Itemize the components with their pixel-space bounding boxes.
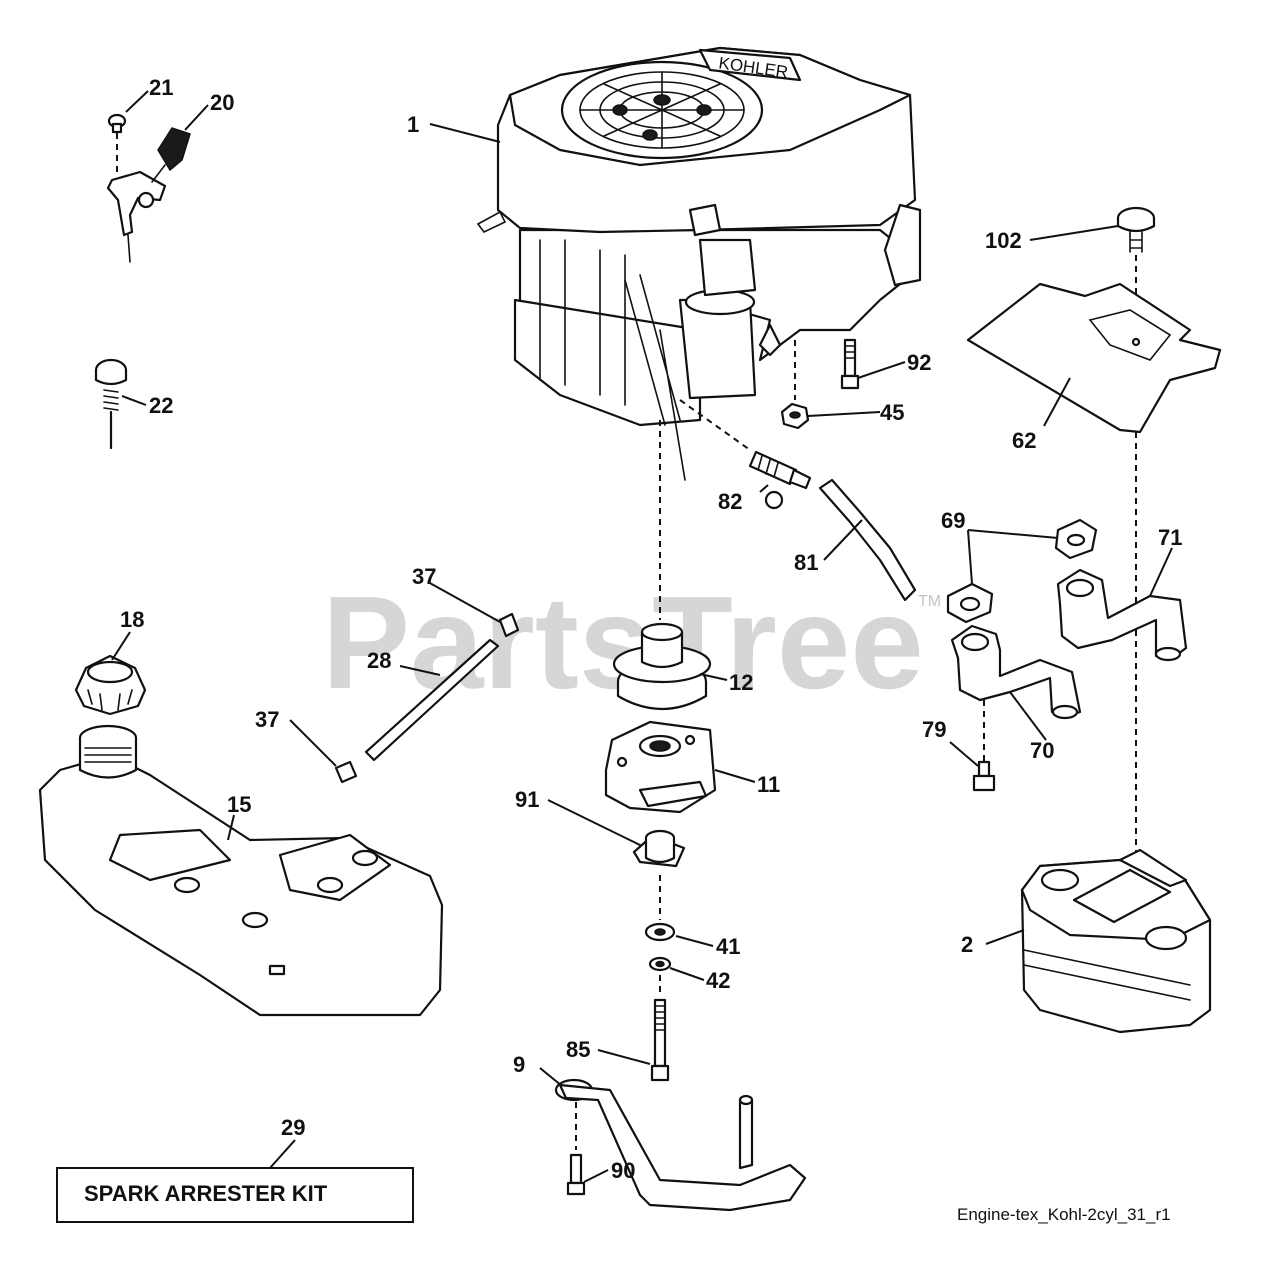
cap-102-part[interactable] (1116, 206, 1156, 253)
bolt-90-part[interactable] (566, 1153, 586, 1196)
callout-90: 90 (611, 1158, 635, 1183)
hose-81-part[interactable] (818, 478, 917, 602)
callout-37-top: 37 (412, 564, 436, 589)
callout-15: 15 (227, 792, 251, 817)
watermark-trademark: TM (918, 593, 941, 610)
clamp-37-bottom-part[interactable] (334, 760, 358, 784)
callout-41: 41 (716, 934, 740, 959)
callout-92: 92 (907, 350, 931, 375)
callout-79: 79 (922, 717, 946, 742)
clamp-37-top-part[interactable] (498, 612, 520, 638)
callout-28: 28 (367, 648, 391, 673)
throttle-control-part[interactable] (106, 127, 191, 263)
callout-2: 2 (961, 932, 973, 957)
pulley-part[interactable] (612, 622, 712, 711)
callout-62: 62 (1012, 428, 1036, 453)
engine-part[interactable]: KOHLER (476, 46, 922, 481)
bolt-79-part[interactable] (972, 760, 996, 792)
gasket-69-lower-part[interactable] (946, 582, 994, 624)
exhaust-pipe-70-part[interactable] (950, 624, 1082, 720)
callout-12: 12 (729, 670, 753, 695)
callout-37-bottom: 37 (255, 707, 279, 732)
callout-85: 85 (566, 1037, 590, 1062)
heat-shield-62-part[interactable] (966, 282, 1222, 434)
callout-42: 42 (706, 968, 730, 993)
callout-91: 91 (515, 787, 539, 812)
callout-70: 70 (1030, 738, 1054, 763)
callout-29: 29 (281, 1115, 305, 1140)
fuel-hose-part[interactable] (364, 638, 500, 762)
muffler-part[interactable] (1020, 848, 1212, 1034)
fuel-tank-part[interactable] (38, 724, 444, 1017)
callout-9: 9 (513, 1052, 525, 1077)
callout-45: 45 (880, 400, 904, 425)
gasket-69-upper-part[interactable] (1054, 518, 1098, 560)
spark-arrester-kit-label: SPARK ARRESTER KIT (84, 1181, 328, 1206)
washer-41-part[interactable] (644, 922, 676, 942)
spark-arrester-kit-box[interactable]: SPARK ARRESTER KIT (56, 1167, 414, 1223)
callout-81: 81 (794, 550, 818, 575)
screw-21-part[interactable] (107, 113, 127, 134)
washer-42-part[interactable] (648, 956, 672, 972)
callout-69: 69 (941, 508, 965, 533)
drawing-id: Engine-tex_Kohl-2cyl_31_r1 (957, 1205, 1171, 1224)
callout-11: 11 (757, 772, 780, 797)
callout-21: 21 (149, 75, 173, 100)
callout-82: 82 (718, 489, 742, 514)
callout-18: 18 (120, 607, 144, 632)
callout-20: 20 (210, 90, 234, 115)
fuel-cap-part[interactable] (74, 654, 147, 716)
callout-22: 22 (149, 393, 173, 418)
spacer-91-part[interactable] (632, 829, 686, 868)
callout-102: 102 (985, 228, 1022, 253)
bolt-92-part[interactable] (840, 338, 860, 390)
bolt-85-part[interactable] (650, 998, 670, 1082)
exhaust-pipe-71-part[interactable] (1056, 568, 1188, 662)
nut-45-part[interactable] (780, 402, 810, 430)
leader-lines (111, 90, 1173, 1183)
connector-82-part[interactable] (748, 450, 812, 510)
bracket-rod-part[interactable] (554, 1078, 807, 1212)
pto-clutch-part[interactable] (604, 720, 717, 814)
callout-1: 1 (407, 112, 419, 137)
callout-71: 71 (1158, 525, 1182, 550)
knob-22-part[interactable] (94, 358, 128, 450)
